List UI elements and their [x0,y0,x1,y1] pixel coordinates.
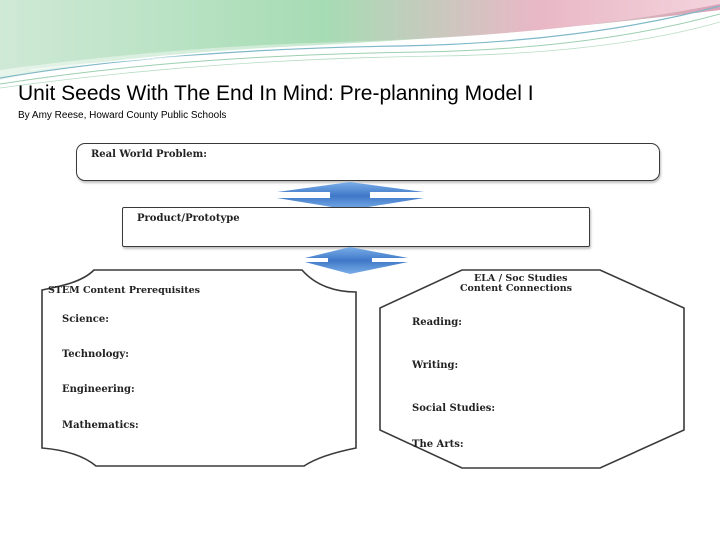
slide-title: Unit Seeds With The End In Mind: Pre-pla… [18,82,534,105]
ela-item-social-studies: Social Studies: [412,403,496,414]
decorative-banner [0,0,720,89]
ela-heading-line1: ELA / Soc Studies [474,273,568,284]
stem-item-engineering: Engineering: [62,384,135,395]
stem-item-technology: Technology: [62,349,129,360]
ela-item-the-arts: The Arts: [412,439,464,450]
product-prototype-box: Product/Prototype [122,207,590,247]
ela-item-reading: Reading: [412,317,462,328]
product-prototype-label: Product/Prototype [137,213,240,224]
stem-item-mathematics: Mathematics: [62,420,139,431]
slide-subtitle: By Amy Reese, Howard County Public Schoo… [18,110,227,121]
stem-heading: STEM Content Prerequisites [48,285,200,296]
real-world-problem-box: Real World Problem: [76,143,660,181]
stem-item-science: Science: [62,314,109,325]
ela-item-writing: Writing: [412,360,459,371]
real-world-problem-label: Real World Problem: [91,149,207,160]
ela-heading-line2: Content Connections [460,283,572,294]
